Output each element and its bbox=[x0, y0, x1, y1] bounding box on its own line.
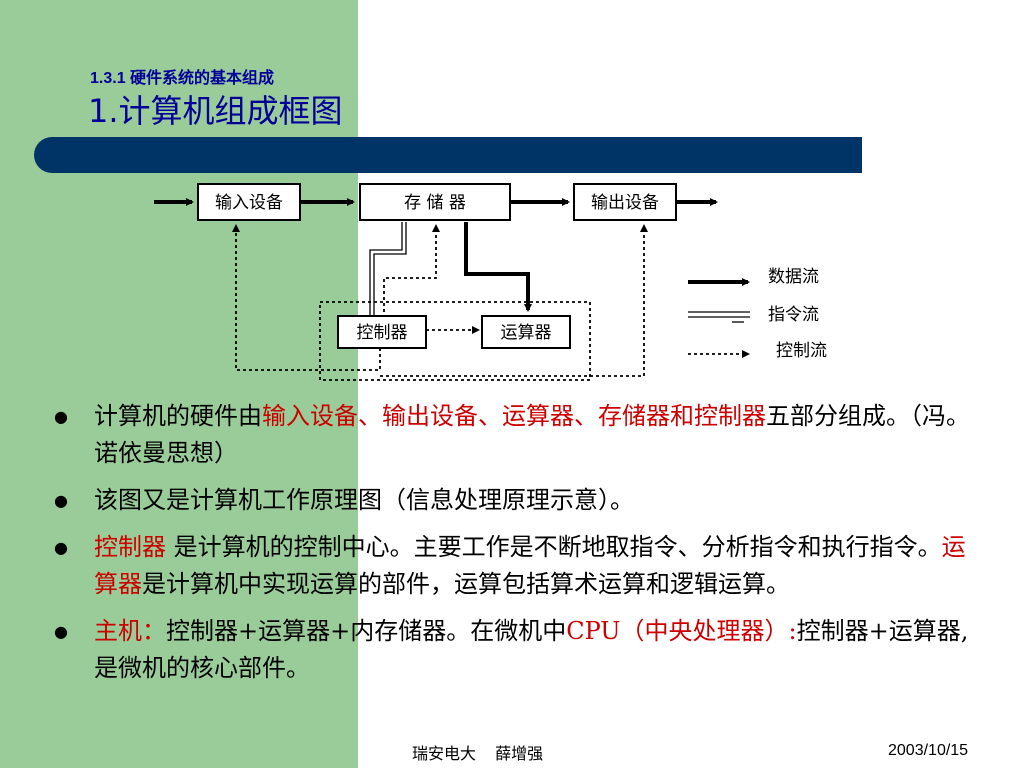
control-flow-lines bbox=[232, 224, 648, 381]
computer-block-diagram: 输入设备 存 储 器 输出设备 控制器 运算器 数据流 指令流 控制流 bbox=[154, 183, 827, 381]
alu-label: 运算器 bbox=[501, 323, 552, 343]
bullet-list: 计算机的硬件由输入设备、输出设备、运算器、存储器和控制器五部分组成。（冯。诺依曼… bbox=[54, 398, 984, 697]
section-subtitle: 1.3.1 硬件系统的基本组成 bbox=[90, 70, 275, 87]
slide-title: 1.计算机组成框图 bbox=[88, 92, 343, 130]
legend-instruction-flow: 指令流 bbox=[768, 305, 819, 325]
legend-data-flow: 数据流 bbox=[768, 267, 819, 287]
bullet-2-text: 该图又是计算机工作原理图（信息处理原理示意）。 bbox=[94, 486, 634, 514]
bullet-3-text-b: 是计算机中实现运算的部件，运算包括算术运算和逻辑运算。 bbox=[142, 570, 790, 598]
footer-author: 瑞安电大 薛增强 bbox=[412, 744, 544, 763]
title-divider-bar bbox=[34, 137, 862, 173]
input-device-label: 输入设备 bbox=[215, 193, 283, 213]
bullet-host-cpu: 主机：控制器+运算器+内存储器。在微机中CPU（中央处理器）:控制器+运算器,是… bbox=[54, 613, 984, 687]
bullet-3-text-a: 是计算机的控制中心。主要工作是不断地取指令、分析指令和执行指令。 bbox=[166, 533, 942, 561]
bullet-controller-alu: 控制器 是计算机的控制中心。主要工作是不断地取指令、分析指令和执行指令。运算器是… bbox=[54, 529, 984, 603]
output-device-label: 输出设备 bbox=[591, 193, 659, 213]
bullet-1-text-b: 五部分组成。（冯。诺依曼思想） bbox=[94, 402, 970, 467]
legend: 数据流 指令流 控制流 bbox=[688, 267, 827, 361]
memory-label: 存 储 器 bbox=[404, 193, 466, 213]
bullet-1-text-a: 计算机的硬件由 bbox=[94, 402, 262, 430]
bullet-3-alu-term: 运算器 bbox=[94, 533, 966, 598]
alu-box bbox=[481, 315, 571, 349]
memory-box bbox=[359, 183, 511, 221]
legend-control-flow: 控制流 bbox=[776, 341, 827, 361]
data-flow-arrows bbox=[154, 198, 718, 312]
bullet-4-text-b: 控制器+运算器,是微机的核心部件。 bbox=[94, 617, 969, 682]
bullet-working-principle: 该图又是计算机工作原理图（信息处理原理示意）。 bbox=[54, 482, 984, 519]
controller-label: 控制器 bbox=[357, 323, 408, 343]
bullet-4-cpu-term: CPU（中央处理器）: bbox=[566, 617, 797, 645]
controller-box bbox=[337, 315, 427, 349]
footer-date: 2003/10/15 bbox=[888, 742, 969, 759]
input-device-box bbox=[197, 183, 301, 221]
bullet-hardware-components: 计算机的硬件由输入设备、输出设备、运算器、存储器和控制器五部分组成。（冯。诺依曼… bbox=[54, 398, 984, 472]
bullet-4-host-term: 主机： bbox=[94, 617, 166, 645]
bullet-1-components: 输入设备、输出设备、运算器、存储器和控制器 bbox=[262, 402, 766, 430]
bullet-3-controller-term: 控制器 bbox=[94, 533, 166, 561]
output-device-box bbox=[573, 183, 677, 221]
instruction-flow-lines bbox=[369, 222, 407, 316]
bullet-4-text-a: 控制器+运算器+内存储器。在微机中 bbox=[166, 617, 567, 645]
